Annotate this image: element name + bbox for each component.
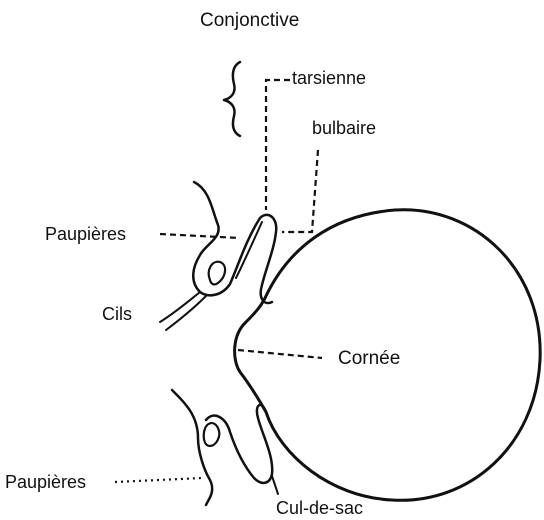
bulbaire-leader <box>282 150 318 232</box>
cul-de-sac-tick <box>272 476 278 494</box>
label-paupieres-top: Paupières <box>45 224 126 244</box>
label-cils: Cils <box>102 304 132 324</box>
label-bulbaire: bulbaire <box>312 118 376 138</box>
label-cul-de-sac: Cul-de-sac <box>276 498 363 518</box>
label-cornee: Cornée <box>338 348 400 369</box>
tarsienne-leader <box>266 80 290 210</box>
label-tarsienne: tarsienne <box>292 68 366 88</box>
upper-eyelid <box>193 182 276 303</box>
lower-eyelid <box>172 390 212 505</box>
lower-tarsal-gland <box>204 423 220 446</box>
cornee-leader <box>238 350 322 358</box>
paupieres-top-leader <box>160 234 240 238</box>
conjonctive-bracket <box>224 62 240 136</box>
upper-tarsal-gland <box>209 262 225 285</box>
upper-lid-fold <box>236 222 262 278</box>
label-paupieres-bottom: Paupières <box>5 472 86 492</box>
label-conjonctive: Conjonctive <box>200 10 299 31</box>
paupieres-bottom-leader <box>115 478 202 482</box>
